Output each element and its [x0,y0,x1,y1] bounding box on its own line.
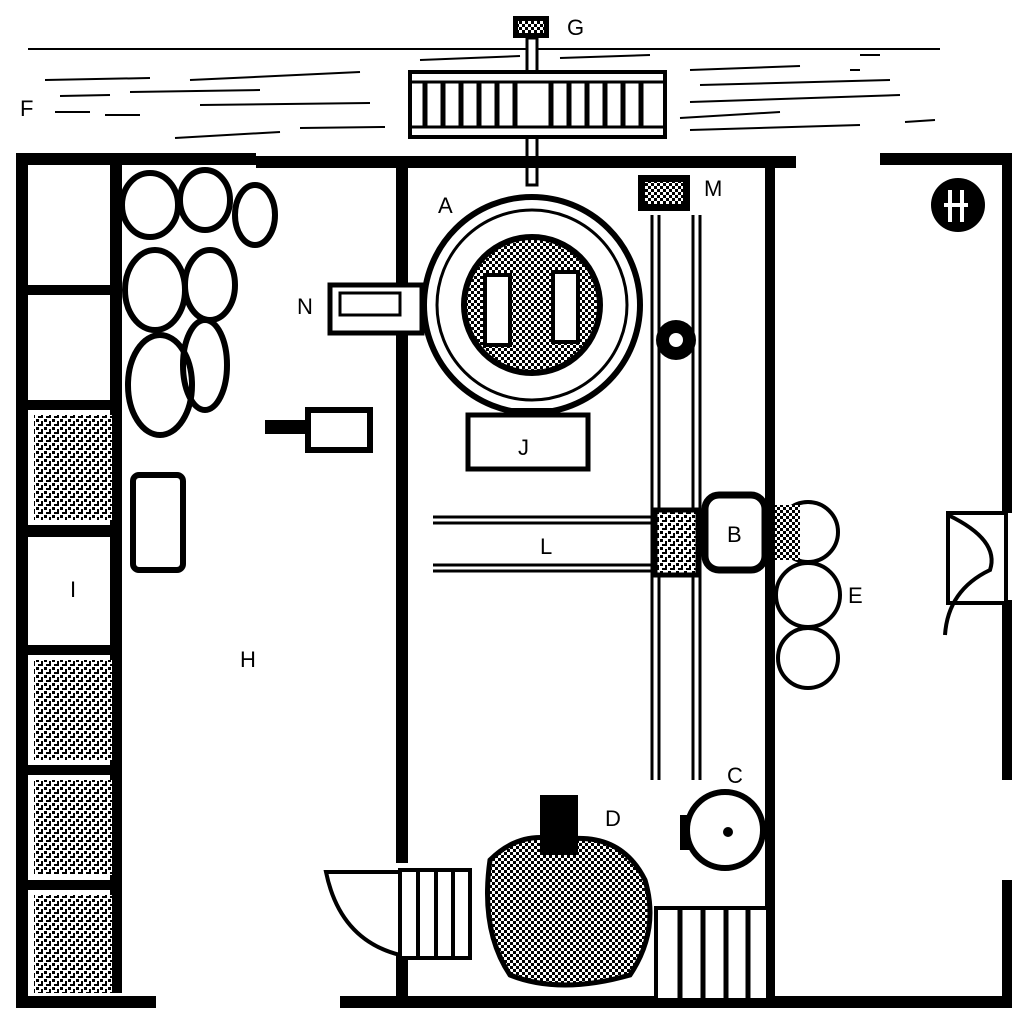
stairs-left [398,868,472,960]
stairs-right [654,906,770,1002]
walls [16,153,1012,1008]
label-n: N [297,294,313,319]
label-h: H [240,647,256,672]
waterwheel [408,70,667,139]
river [28,48,940,139]
vertical-shaft [650,215,702,780]
label-g: G [567,15,584,40]
label-j: J [518,435,529,460]
storage-bays [28,285,118,993]
label-m: M [704,176,722,201]
label-i: I [70,577,76,602]
horizontal-shaft [433,515,660,573]
grain-bin [34,415,112,520]
label-e: E [848,583,863,608]
entrance-door [323,870,402,958]
label-c: C [727,763,743,788]
label-a: A [438,193,453,218]
gear-b [701,491,769,574]
label-l: L [540,534,552,559]
millstone [421,194,643,423]
meal-trough-j [465,412,591,472]
compass-icon [931,178,985,232]
grain-bin [34,660,112,760]
grain-bin [34,780,112,875]
label-f: F [20,96,33,121]
gauge [513,16,549,38]
grain-sacks [119,167,278,573]
label-d: D [605,806,621,831]
hopper-n [327,282,425,336]
sifter-machine [485,795,653,988]
double-door [943,511,1008,636]
hand-cart [265,407,373,453]
gearbox [652,507,701,578]
grain-bin [34,895,112,993]
label-b: B [727,522,742,547]
grindstone-c [680,789,766,871]
